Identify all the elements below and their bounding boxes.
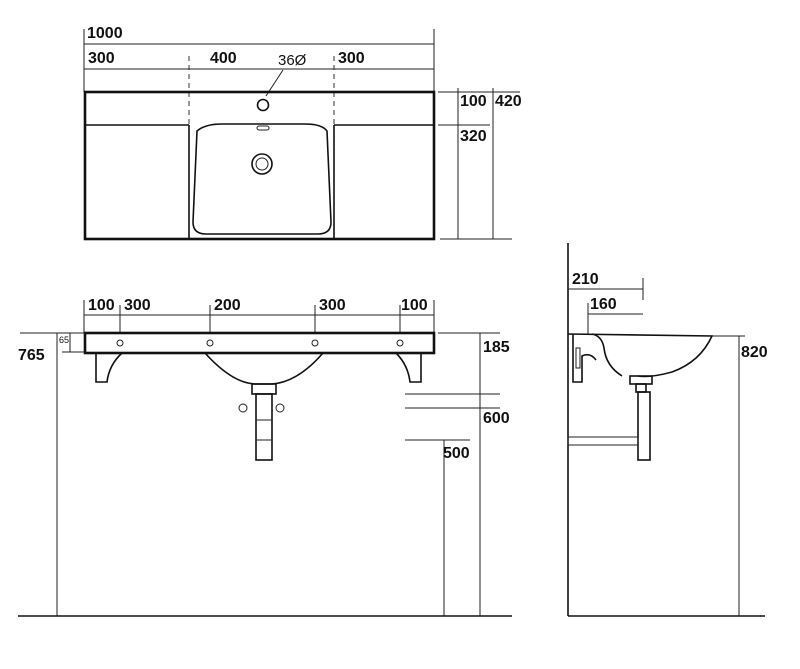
dim-rim-height: 765	[18, 347, 45, 364]
fixing-hole	[206, 339, 214, 347]
dim-front-segment-2: 300	[124, 297, 151, 314]
bracket-side	[572, 334, 597, 383]
cold-valve-icon	[275, 403, 285, 413]
dim-overall-width: 1000	[87, 25, 123, 42]
waste-outlet	[251, 383, 277, 395]
dim-drain-height: 600	[483, 410, 510, 427]
dim-depth-rim: 100	[460, 93, 487, 110]
basin-front-rim	[83, 331, 436, 355]
hot-valve-icon	[238, 403, 248, 413]
bracket-right	[395, 352, 422, 383]
dim-rim-thickness: 65	[59, 335, 69, 345]
dim-segment-right: 300	[338, 50, 365, 67]
dim-top-height: 820	[741, 344, 768, 361]
dim-depth-basin: 320	[460, 128, 487, 145]
fixing-hole	[116, 339, 124, 347]
basin-outline-top	[83, 90, 436, 241]
dim-tap-hole: 36Ø	[278, 52, 307, 69]
dim-depth-total: 420	[495, 93, 522, 110]
dim-front-segment-4: 300	[319, 297, 346, 314]
dim-basin-depth: 185	[483, 339, 510, 356]
side-waste-neck	[635, 383, 647, 393]
top-view: 1000 300 400 300 36Ø 100 420 320	[83, 25, 522, 241]
bowl-profile-front	[204, 352, 324, 385]
side-trap-arm	[567, 436, 639, 446]
side-waste-pipe	[637, 391, 651, 461]
dim-front-segment-1: 100	[88, 297, 115, 314]
dim-bowl-depth: 160	[590, 296, 617, 313]
side-waste-outlet	[629, 375, 653, 385]
dim-front-segment-5: 100	[401, 297, 428, 314]
bowl-inner-profile	[591, 333, 623, 377]
bracket-slot	[575, 347, 581, 369]
dim-front-segment-3: 200	[214, 297, 241, 314]
side-view: 210 160 820	[567, 243, 768, 617]
dim-projection: 210	[572, 271, 599, 288]
tap-hole	[256, 98, 270, 112]
fixing-hole	[396, 339, 404, 347]
drain-outer	[251, 153, 273, 175]
bracket-left	[95, 352, 123, 383]
drain-inner	[255, 157, 269, 171]
front-view: 100 300 200 300 100 765 65 185	[18, 297, 512, 617]
bowl-inner	[192, 123, 332, 235]
dim-trap-height: 500	[443, 445, 470, 462]
fixing-hole	[311, 339, 319, 347]
dim-segment-left: 300	[88, 50, 115, 67]
waste-pipe	[255, 393, 273, 461]
overflow-slot	[256, 125, 270, 131]
dim-segment-middle: 400	[210, 50, 237, 67]
